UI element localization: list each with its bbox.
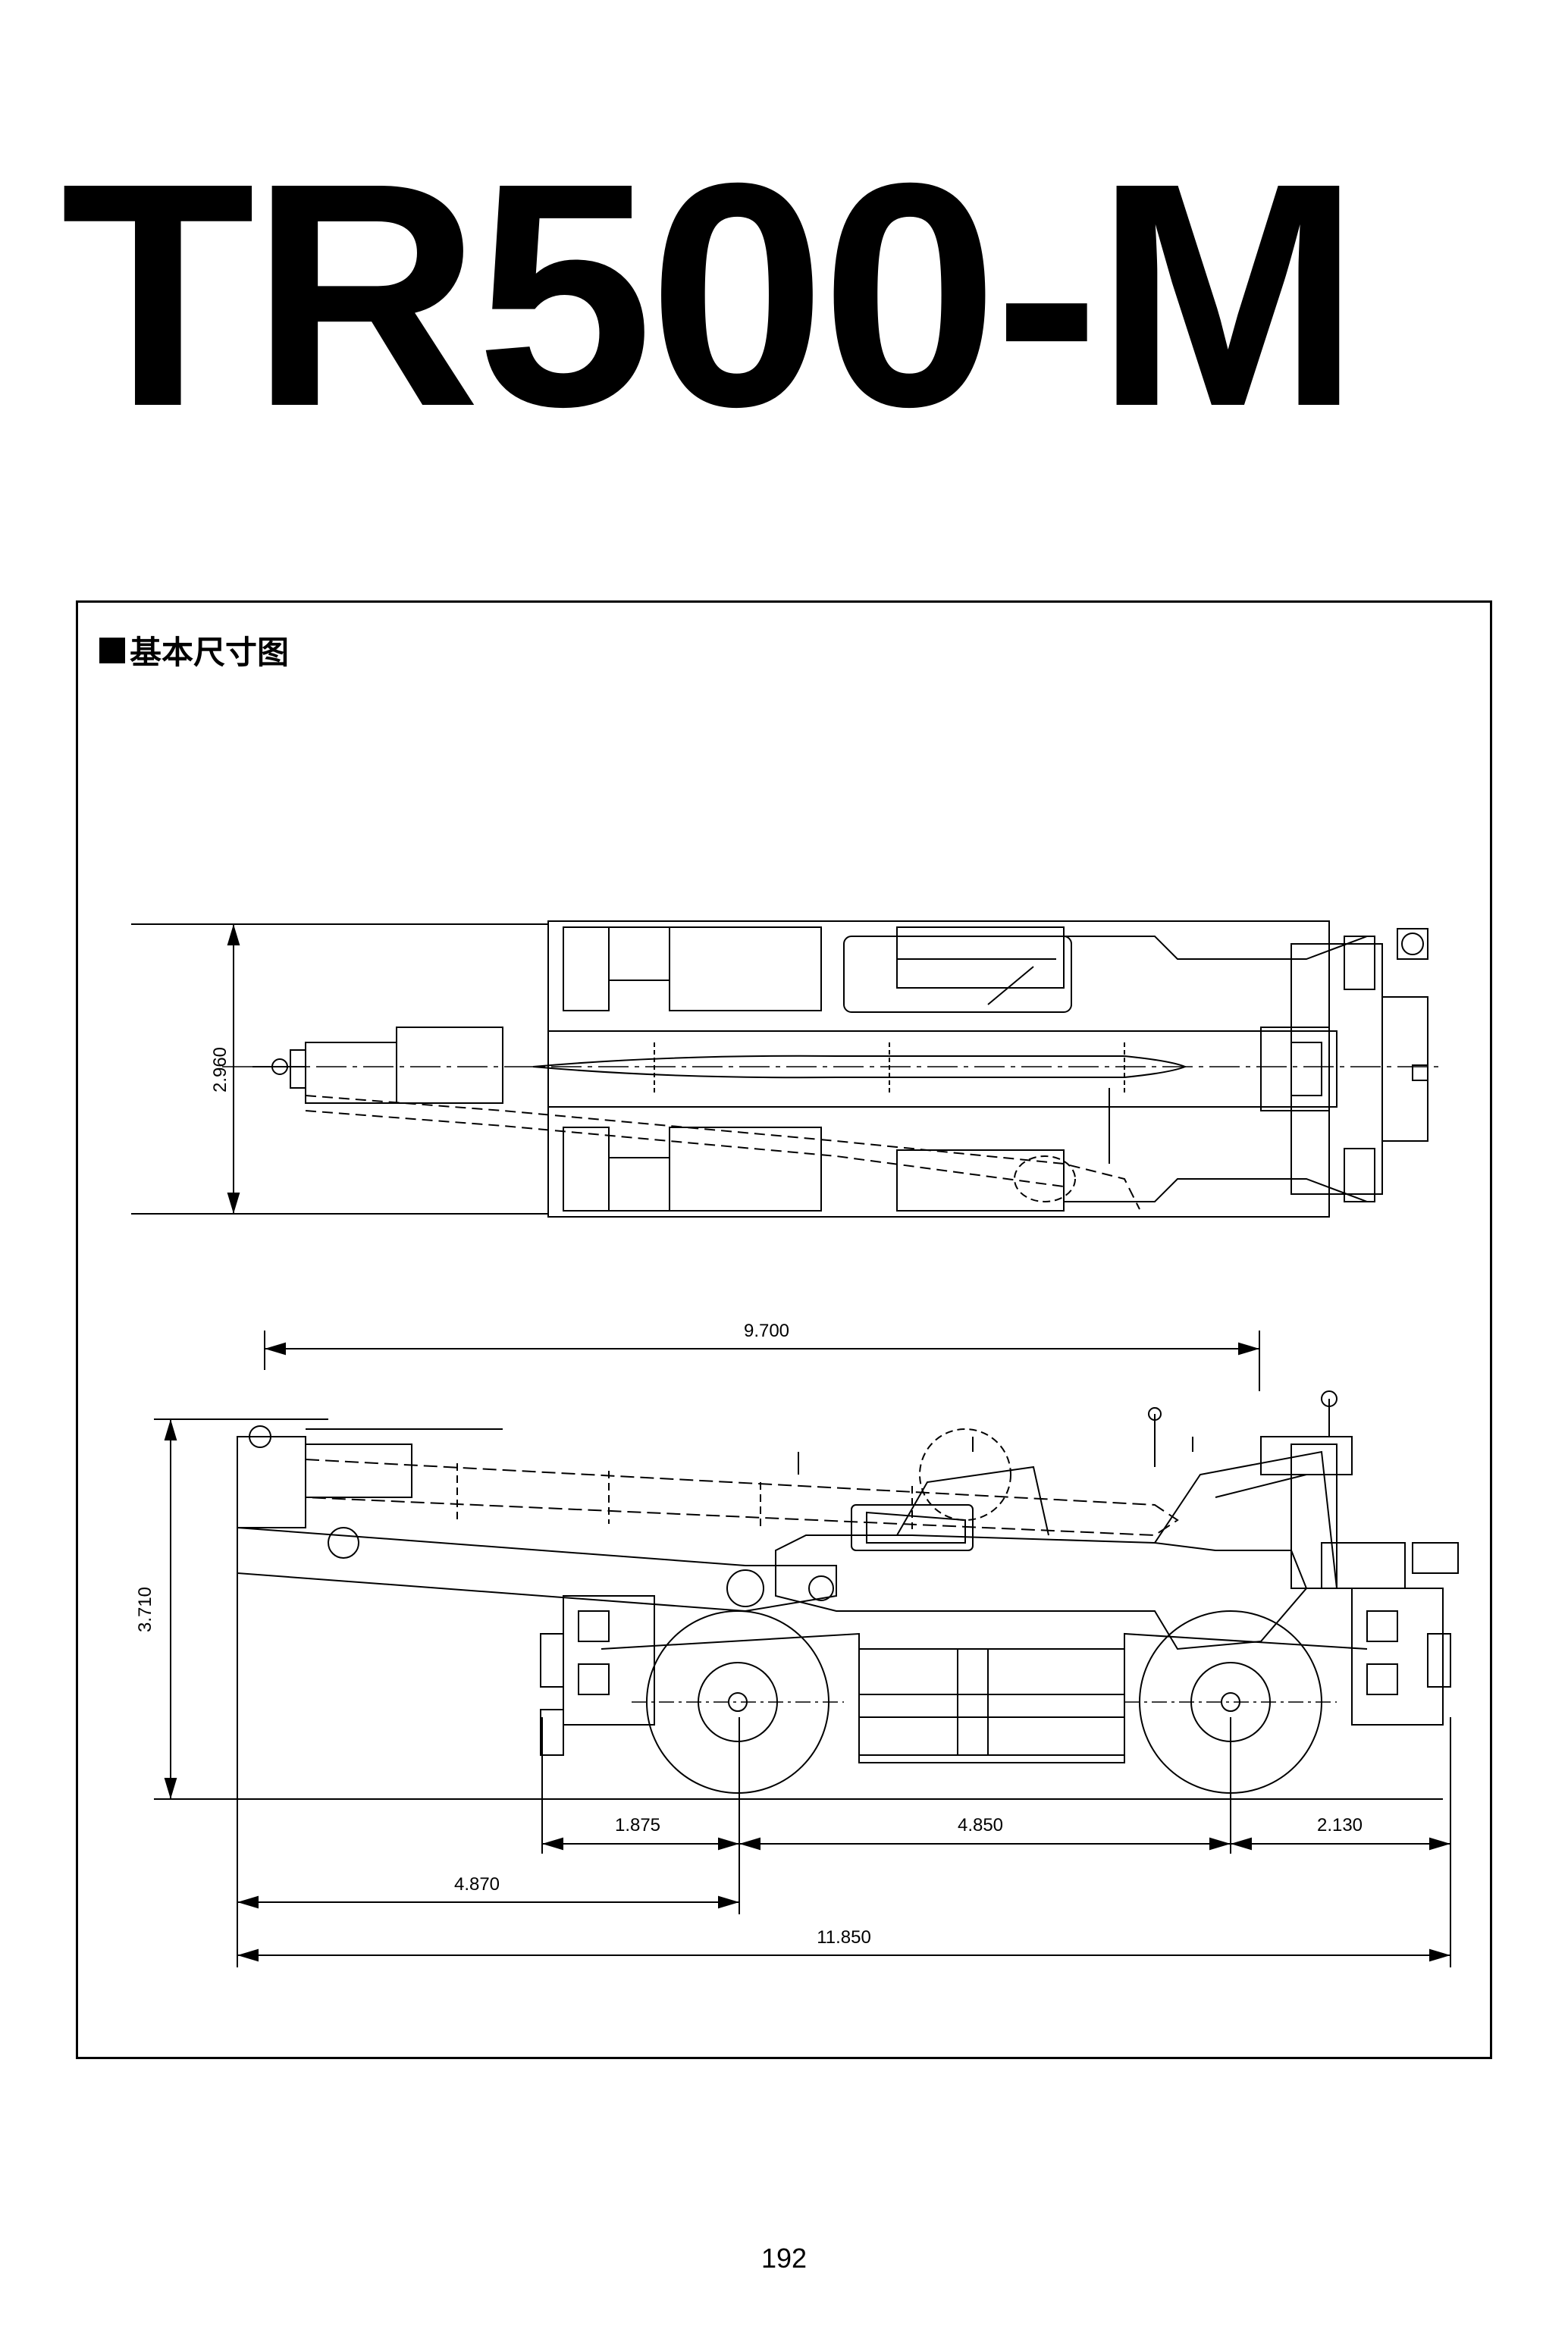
top-view-drawing	[131, 920, 1443, 1218]
section-heading: 基本尺寸图	[99, 627, 289, 673]
width-dimension-label: 2.960	[210, 1047, 230, 1092]
overall-length-dimension-label: 11.850	[817, 1927, 871, 1948]
model-title: TR500-M	[61, 118, 1360, 473]
dimension-drawing: 2.960	[131, 920, 1459, 1967]
side-view-drawing	[154, 1331, 1459, 1967]
drawing-frame: 基本尺寸图	[76, 600, 1492, 2059]
boom-length-dimension-label: 9.700	[744, 1321, 789, 1341]
rear-overhang-dimension-label: 2.130	[1317, 1815, 1363, 1835]
wheelbase-dimension-label: 4.850	[958, 1815, 1003, 1835]
height-dimension-label: 3.710	[135, 1587, 155, 1632]
section-heading-text: 基本尺寸图	[130, 634, 290, 671]
page-number: 192	[760, 2243, 808, 2274]
front-overhang-dimension-label: 1.875	[615, 1815, 660, 1835]
square-bullet-icon	[99, 637, 125, 663]
boom-overhang-dimension-label: 4.870	[454, 1874, 500, 1895]
